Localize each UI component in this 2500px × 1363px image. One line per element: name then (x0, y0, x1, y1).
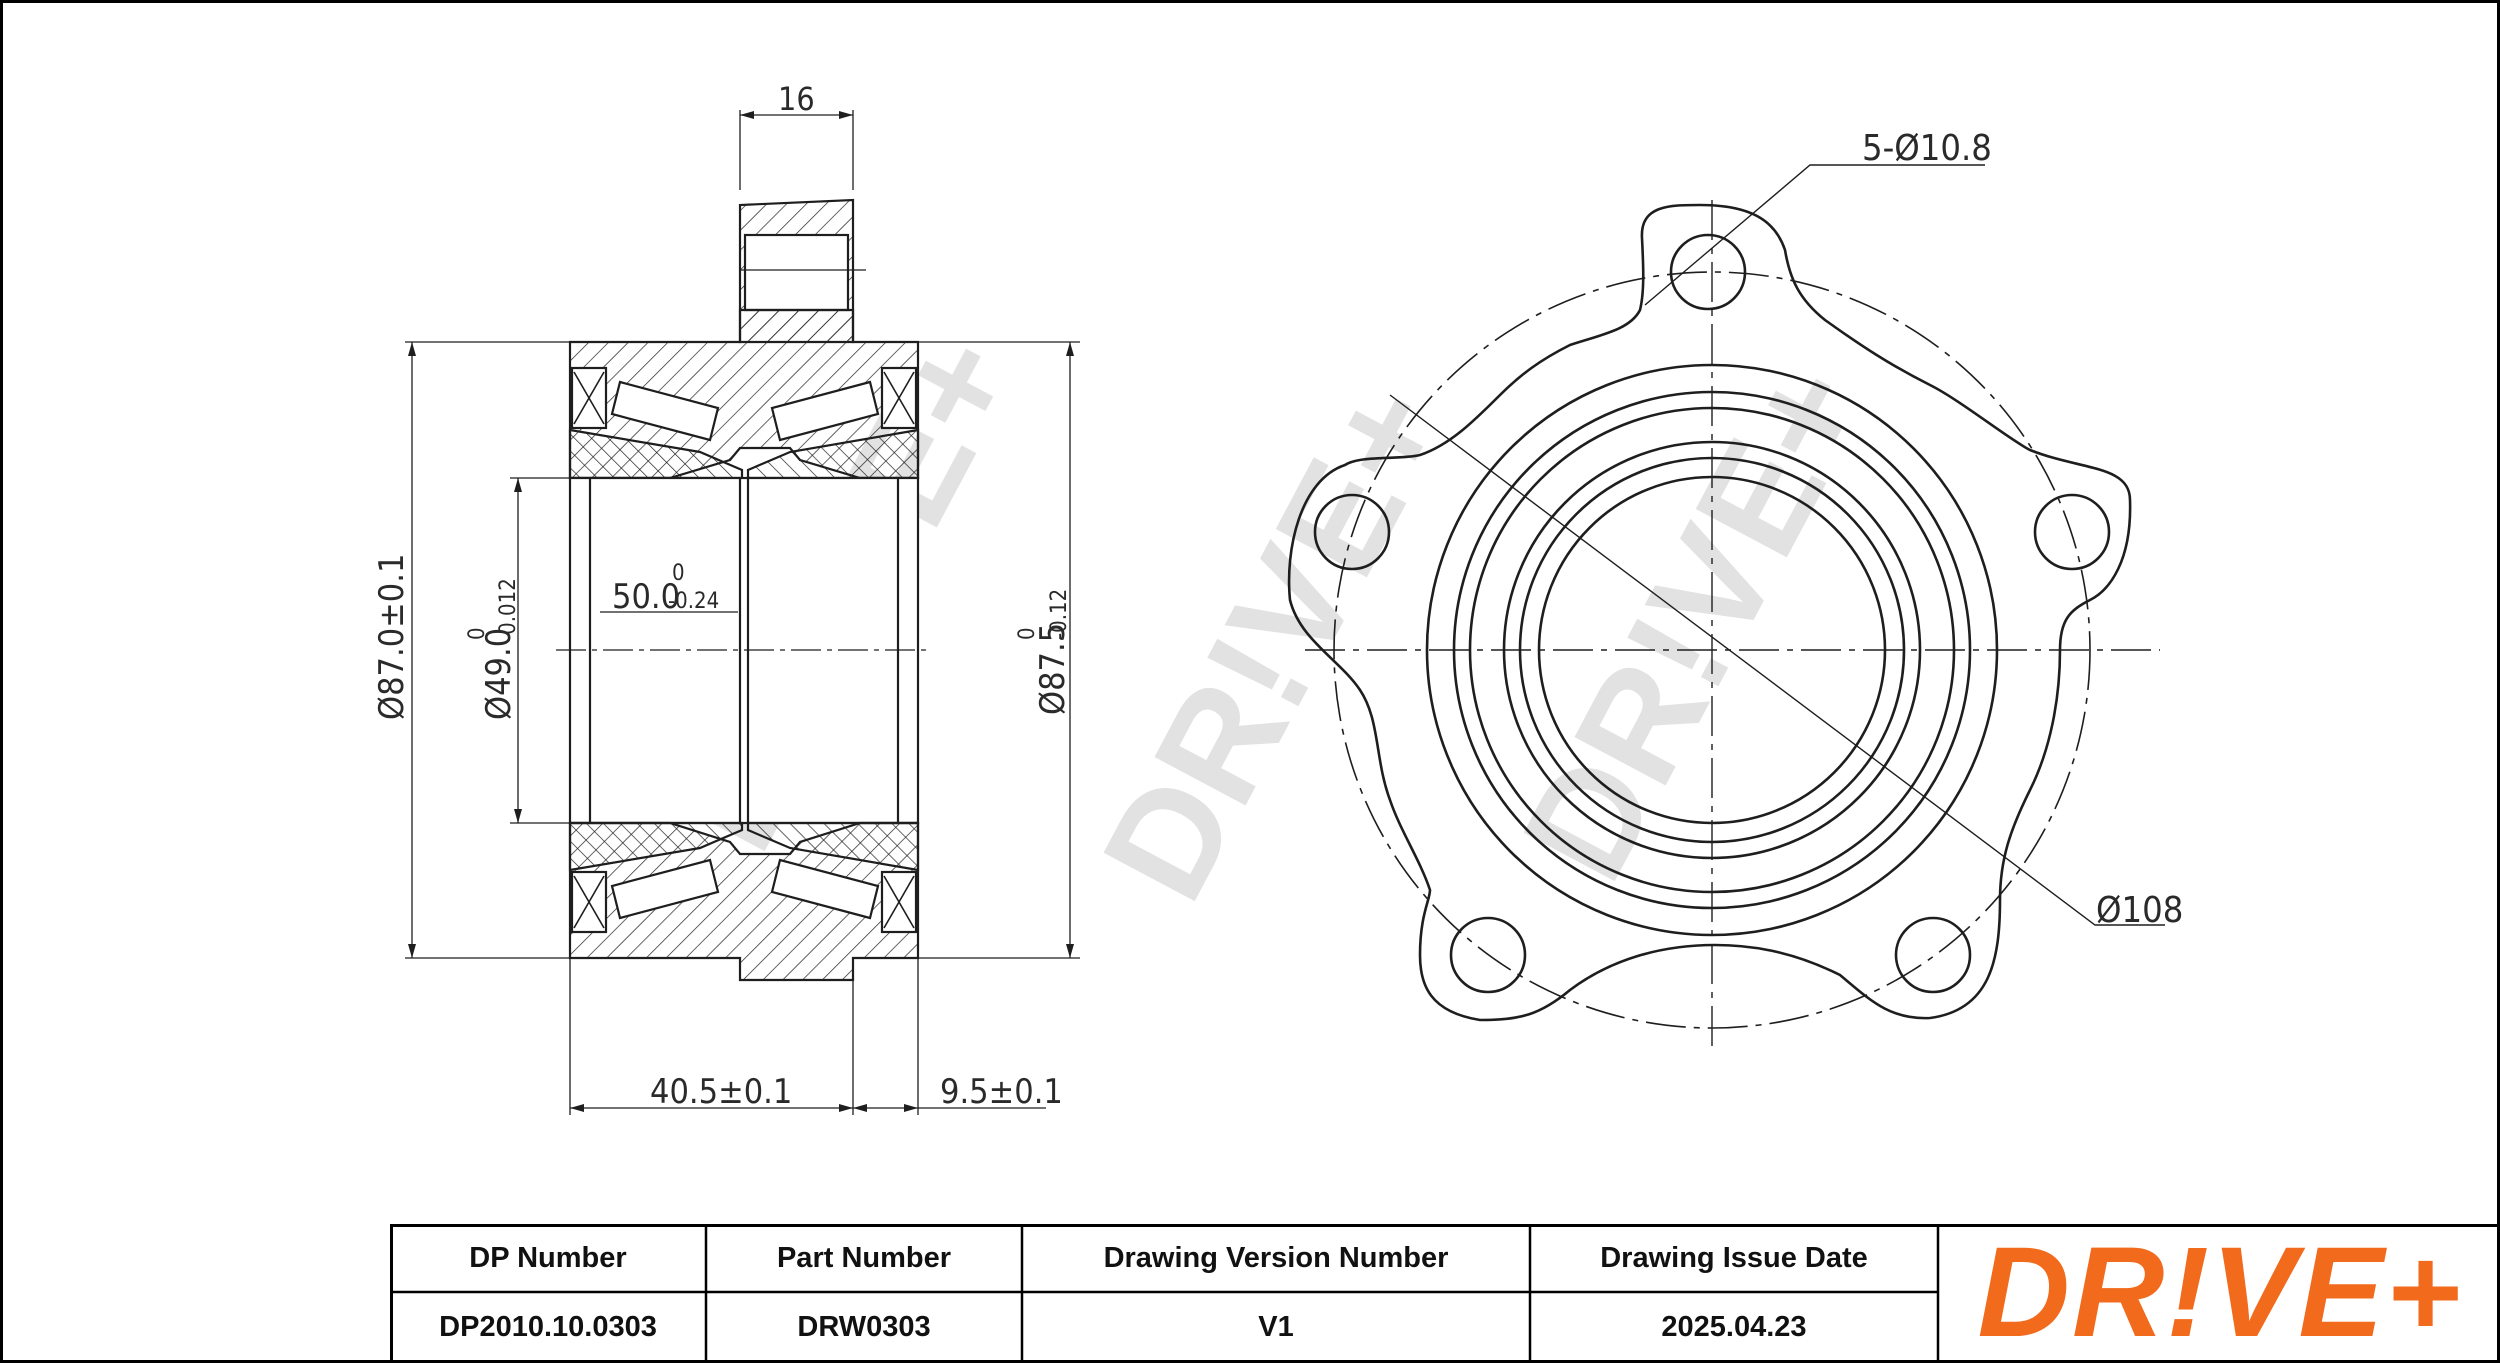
inner-ring-lower-right (746, 821, 920, 872)
dim-ring-main: Ø87.5 (1033, 623, 1073, 715)
watermark-mid: DR!VE+ (1070, 357, 1479, 925)
dim-inner-len-main: 50.0 (612, 577, 680, 617)
dim-bore-main: Ø49.0 (479, 628, 519, 720)
roller-lower-right (770, 858, 880, 920)
inner-ring-upper (568, 428, 744, 480)
roller-lower-left (610, 858, 720, 920)
dim-pcd: Ø108 (2096, 890, 2183, 931)
dim-inner-len-sub: -0.24 (668, 589, 719, 614)
logo-graphic: DR!VE+ (1978, 1234, 2463, 1354)
inner-ring-lower (568, 821, 744, 872)
bolt-hole-top (1669, 233, 1747, 311)
dim-ring-sub: -0.12 (1047, 589, 1072, 640)
title-block-lines (390, 1224, 2500, 1363)
dim-outer-dia: Ø87.0±0.1 (372, 554, 412, 720)
value-part-number: DRW0303 (797, 1311, 931, 1343)
flange-lobed-outline (1287, 203, 2132, 1022)
dim-inner-len: 50.0 0 -0.24 (612, 561, 719, 617)
dim-inner-len-sup: 0 (672, 561, 685, 586)
header-issue-date: Drawing Issue Date (1600, 1241, 1868, 1274)
value-issue-date: 2025.04.23 (1661, 1311, 1807, 1343)
dim-bore-sup: 0 (465, 627, 490, 640)
roller-upper-right (770, 380, 880, 442)
header-dp-number: DP Number (469, 1241, 627, 1274)
dim-width-main: 40.5±0.1 (650, 1072, 792, 1112)
hub-front-view (1287, 164, 2165, 1050)
value-drawing-version: V1 (1258, 1311, 1294, 1343)
value-dp-number: DP2010.10.0303 (439, 1311, 657, 1343)
header-drawing-version: Drawing Version Number (1103, 1241, 1449, 1274)
brand-logo: DR!VE+ (1950, 1232, 2490, 1356)
dimension-arrows (408, 111, 1074, 1112)
roller-upper-left (610, 380, 720, 442)
bolt-hole-bottom-left (1449, 916, 1527, 994)
header-part-number: Part Number (776, 1241, 952, 1274)
dim-bore-sub: -0.012 (496, 578, 521, 642)
bolt-hole-left (1313, 493, 1391, 571)
title-block: DP Number Part Number Drawing Version Nu… (390, 1224, 2500, 1363)
dim-bolt-holes: 5-Ø10.8 (1862, 128, 1992, 169)
dim-flange-width: 16 (778, 80, 815, 118)
dim-ring: Ø87.5 0 -0.12 (1015, 589, 1073, 715)
logo-text: DR!VE+ (1978, 1234, 2463, 1354)
dim-bore: Ø49.0 0 -0.012 (465, 578, 521, 720)
dim-width-offset: 9.5±0.1 (940, 1072, 1063, 1112)
bearing-section-view (405, 110, 1080, 1115)
flange-window (743, 233, 850, 312)
dim-ring-sup: 0 (1015, 627, 1040, 640)
watermark-right: DR!VE+ (1490, 337, 1899, 905)
bolt-hole-bottom-right (1894, 916, 1972, 994)
inner-ring-upper-right (746, 428, 920, 480)
bolt-hole-right (2033, 493, 2111, 571)
